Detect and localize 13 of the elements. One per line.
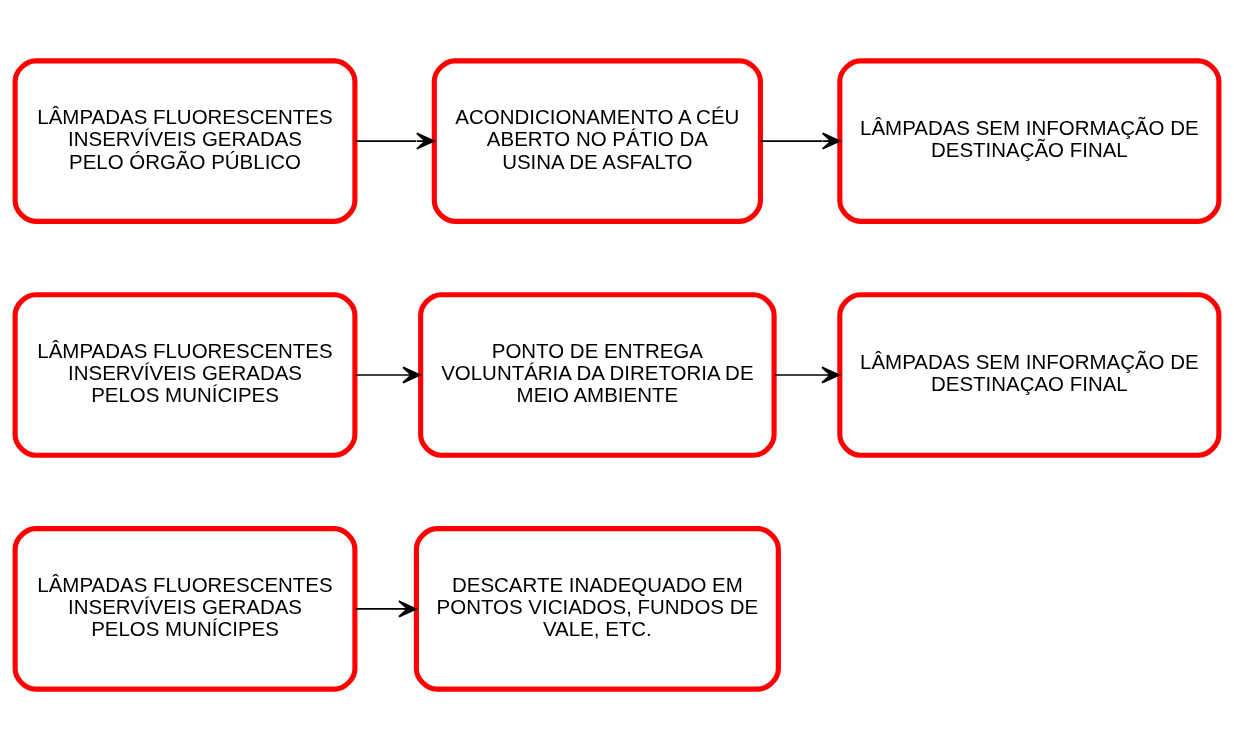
arrow xyxy=(354,132,435,150)
node-box: DESCARTE INADEQUADO EM PONTOS VICIADOS, FUNDOS DE VALE, ETC. xyxy=(413,526,781,692)
arrow xyxy=(773,366,840,384)
node-box: LÂMPADAS SEM INFORMAÇÃO DE DESTINAÇAO FINAL xyxy=(837,292,1222,458)
node-box: LÂMPADAS FLUORESCENTES INSERVÍVEIS GERADAS PELO ÓRGÃO PÚBLICO xyxy=(12,58,358,224)
arrow xyxy=(354,366,421,384)
arrow xyxy=(759,132,841,150)
node-box: ACONDICIONAMENTO A CÉU ABERTO NO PÁTIO DA USINA DE ASFALTO xyxy=(431,58,763,224)
node-box: LÂMPADAS FLUORESCENTES INSERVÍVEIS GERADAS PELOS MUNÍCIPES xyxy=(12,526,358,692)
arrow xyxy=(354,600,417,618)
node-box: LÂMPADAS FLUORESCENTES INSERVÍVEIS GERADAS PELOS MUNÍCIPES xyxy=(12,292,358,458)
node-box: PONTO DE ENTREGA VOLUNTÁRIA DA DIRETORIA DE MEIO AMBIENTE xyxy=(418,292,777,458)
node-box: LÂMPADAS SEM INFORMAÇÃO DE DESTINAÇÃO FINAL xyxy=(837,58,1222,224)
